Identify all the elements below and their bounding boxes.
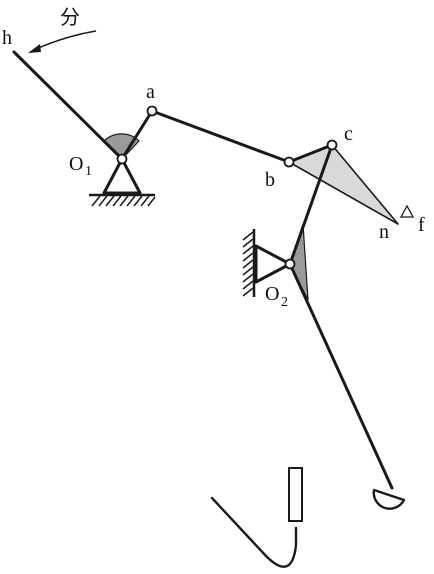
label-f: f bbox=[418, 214, 425, 236]
link-c-o2 bbox=[288, 143, 334, 266]
label-o2-subscript: 2 bbox=[281, 295, 288, 310]
f-marker bbox=[399, 204, 415, 218]
pin-o2 bbox=[284, 258, 296, 270]
lever-h-o1 bbox=[12, 50, 124, 161]
label-o1: O bbox=[69, 153, 83, 175]
hook-block bbox=[288, 467, 303, 522]
o1-ground-support bbox=[89, 157, 156, 207]
label-c: c bbox=[344, 123, 353, 145]
label-b: b bbox=[265, 169, 275, 191]
hook-curve bbox=[210, 496, 298, 568]
pin-b bbox=[283, 156, 295, 168]
label-o1-subscript: 1 bbox=[85, 164, 92, 179]
o2-wall-support bbox=[242, 229, 292, 297]
link-b-c bbox=[287, 143, 334, 164]
lever-o2-lower bbox=[288, 262, 394, 490]
direction-label: 分 bbox=[60, 5, 80, 29]
rotation-arrowhead bbox=[28, 44, 41, 53]
label-h: h bbox=[2, 27, 12, 49]
label-a: a bbox=[146, 81, 155, 103]
link-a-b bbox=[150, 109, 291, 164]
pin-o1 bbox=[116, 153, 128, 165]
half-disc-pad bbox=[372, 488, 406, 510]
link-o1-a bbox=[120, 109, 154, 161]
label-o2: O bbox=[265, 283, 279, 305]
pin-c bbox=[326, 139, 338, 151]
label-n: n bbox=[379, 221, 389, 243]
pin-a bbox=[146, 105, 158, 117]
rotation-arrow bbox=[35, 30, 97, 50]
